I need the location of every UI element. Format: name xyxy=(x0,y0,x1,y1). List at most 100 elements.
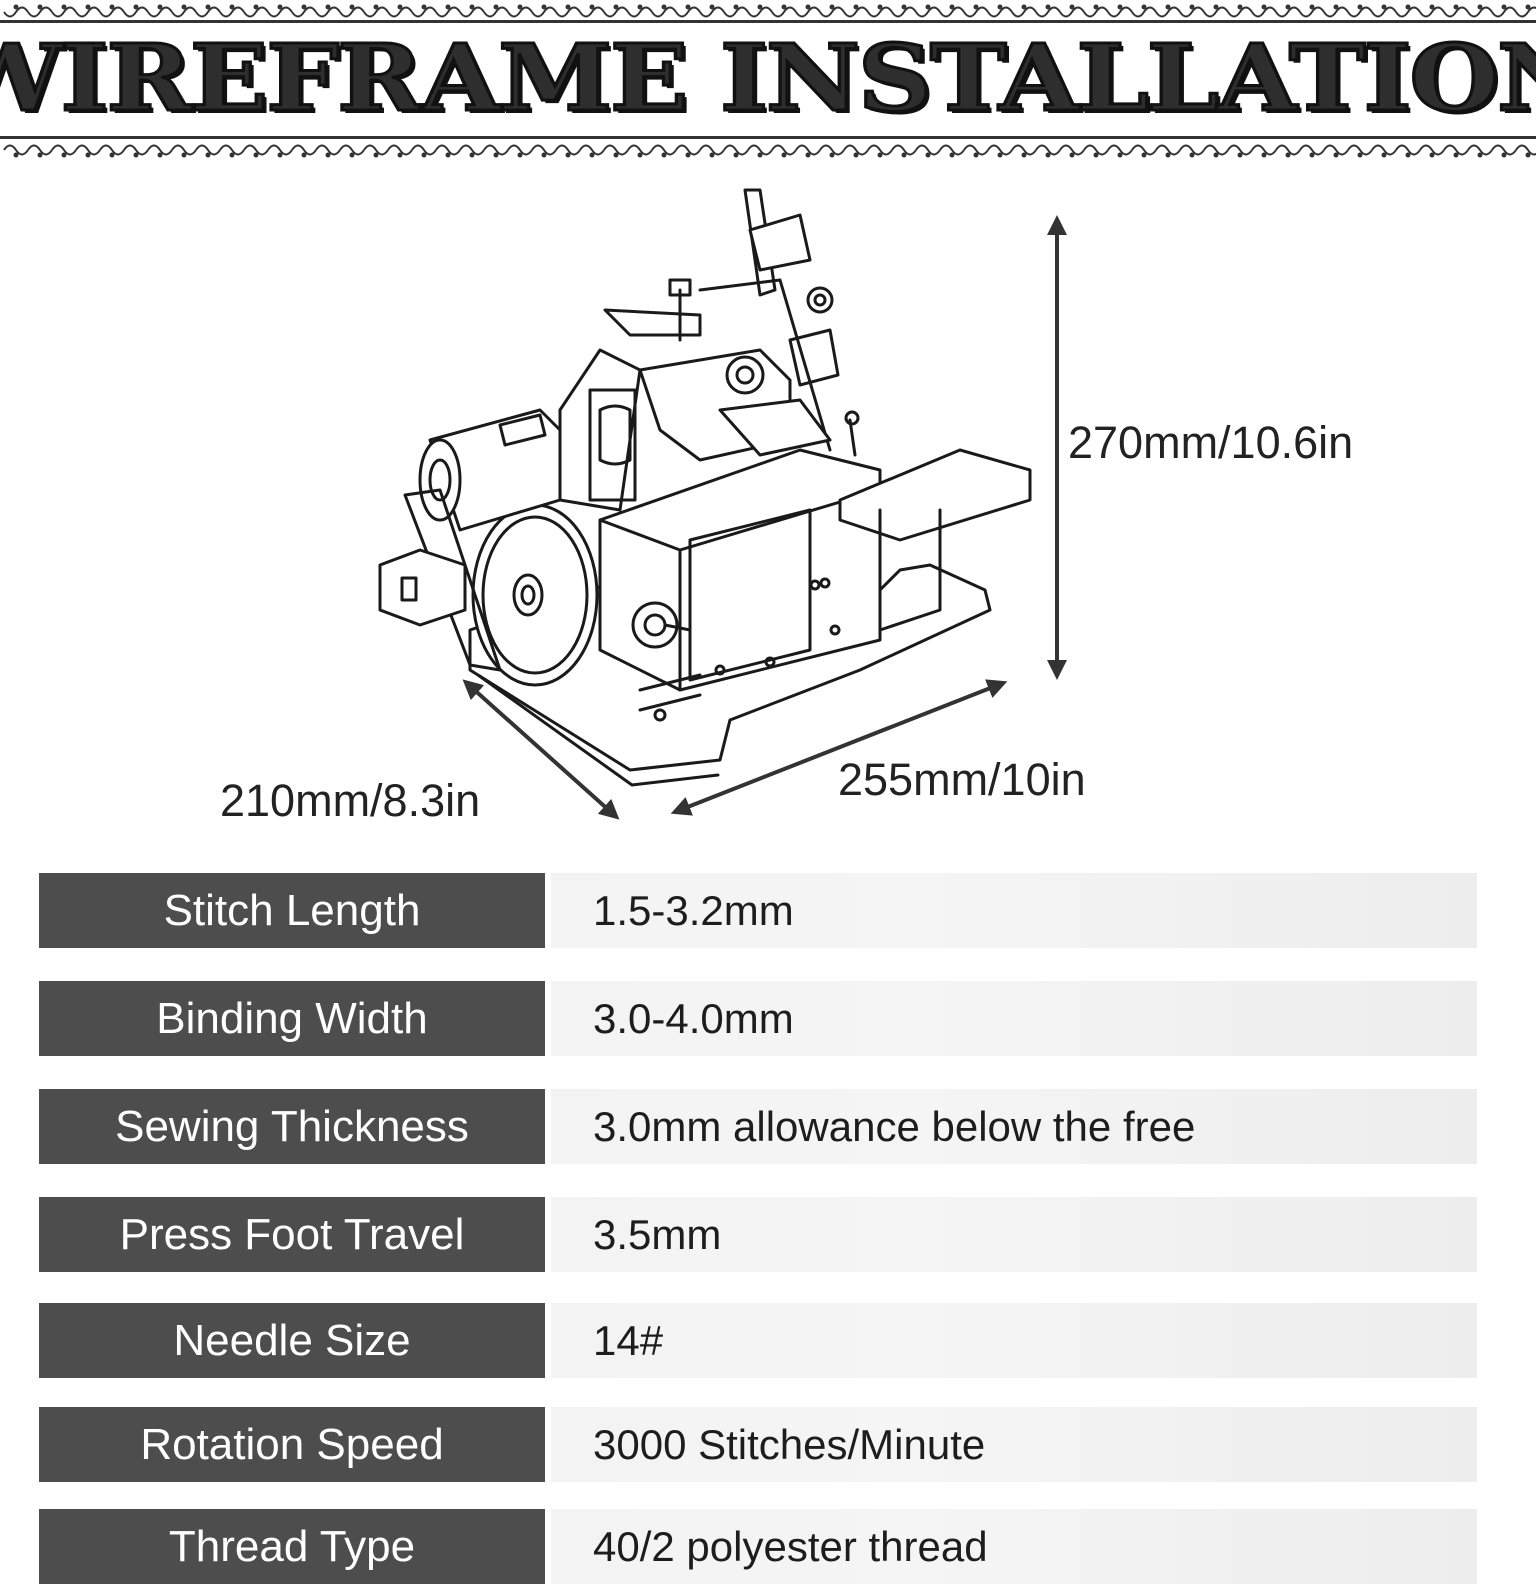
ornament-bud xyxy=(1501,4,1507,10)
ornament-bud xyxy=(1453,4,1459,10)
ornament-bud xyxy=(829,152,835,158)
ornament-bud xyxy=(469,152,475,158)
spec-label: Sewing Thickness xyxy=(39,1089,545,1164)
ornament-bud xyxy=(1141,152,1147,158)
ornament-bud xyxy=(421,4,427,10)
ornament-swirl xyxy=(843,6,869,18)
ornament-swirl xyxy=(387,6,413,18)
ornament-swirl xyxy=(219,6,245,18)
ornament-bud xyxy=(637,4,643,10)
ornament-swirl xyxy=(771,6,797,18)
ornament-bud xyxy=(397,152,403,158)
ornament-swirl xyxy=(1275,6,1301,18)
page-title: WIREFRAME INSTALLATION xyxy=(0,23,1536,134)
ornament-swirl xyxy=(723,144,749,156)
ornament-bud xyxy=(1189,4,1195,10)
ornament-bud xyxy=(1237,152,1243,158)
ornament-swirl xyxy=(339,144,365,156)
ornament-swirl xyxy=(483,6,509,18)
ornament-swirl xyxy=(939,6,965,18)
ornament-swirl xyxy=(1395,6,1421,18)
ornament-swirl xyxy=(75,144,101,156)
ornament-bud xyxy=(421,152,427,158)
ornament-bud xyxy=(1477,152,1483,158)
ornament-swirl xyxy=(3,144,29,156)
ornament-bud xyxy=(1213,4,1219,10)
ornament-swirl xyxy=(1419,144,1445,156)
ornament-swirl xyxy=(147,144,173,156)
ornament-bud xyxy=(1021,4,1027,10)
ornament-swirl xyxy=(291,144,317,156)
ornament-bud xyxy=(877,152,883,158)
ornament-swirl xyxy=(675,144,701,156)
ornament-bud xyxy=(325,152,331,158)
ornament-bud xyxy=(181,152,187,158)
ornament-bud xyxy=(589,4,595,10)
ornament-swirl xyxy=(819,6,845,18)
ornament-bud xyxy=(157,4,163,10)
ornament-bud xyxy=(997,4,1003,10)
ornament-swirl xyxy=(387,144,413,156)
ornament-swirl xyxy=(1491,6,1517,18)
ornament-bud xyxy=(877,4,883,10)
spec-value: 3000 Stitches/Minute xyxy=(551,1407,1477,1482)
ornament-bud xyxy=(37,4,43,10)
ornament-swirl xyxy=(1443,6,1469,18)
ornament-swirl xyxy=(1107,6,1133,18)
ornament-bud xyxy=(1213,152,1219,158)
ornament-swirl xyxy=(1107,144,1133,156)
ornament-bud xyxy=(805,4,811,10)
ornament-bud xyxy=(1453,152,1459,158)
ornament-swirl xyxy=(27,6,53,18)
ornament-swirl xyxy=(1203,144,1229,156)
ornament-bud xyxy=(1141,4,1147,10)
ornament-swirl xyxy=(507,6,533,18)
ornament-bud xyxy=(229,152,235,158)
ornament-bud xyxy=(1189,152,1195,158)
ornament-bud xyxy=(397,4,403,10)
ornament-swirl xyxy=(291,6,317,18)
ornament-swirl xyxy=(1371,144,1397,156)
ornament-swirl xyxy=(123,6,149,18)
ornament-bud xyxy=(1477,4,1483,10)
ornament-bud xyxy=(973,4,979,10)
ornament-bud xyxy=(685,4,691,10)
ornament-bud xyxy=(613,152,619,158)
ornament-bud xyxy=(781,152,787,158)
ornament-swirl xyxy=(99,144,125,156)
ornament-bud xyxy=(61,4,67,10)
ornament-swirl xyxy=(267,6,293,18)
ornament-bud xyxy=(1069,4,1075,10)
ornament-bud xyxy=(565,152,571,158)
ornament-bud xyxy=(133,152,139,158)
ornament-swirl xyxy=(795,6,821,18)
spec-row-needle-size: Needle Size 14# xyxy=(39,1303,1477,1378)
ornament-bud xyxy=(109,4,115,10)
ornament-bud xyxy=(301,4,307,10)
ornament-bud xyxy=(1405,4,1411,10)
spec-row-stitch-length: Stitch Length 1.5-3.2mm xyxy=(39,873,1477,948)
spec-label: Needle Size xyxy=(39,1303,545,1378)
spec-value: 40/2 polyester thread xyxy=(551,1509,1477,1584)
ornament-swirl xyxy=(1131,6,1157,18)
ornament-bud xyxy=(1165,4,1171,10)
spec-label: Binding Width xyxy=(39,981,545,1056)
ornament-swirl xyxy=(1227,6,1253,18)
spec-label: Stitch Length xyxy=(39,873,545,948)
ornament-swirl xyxy=(1299,144,1325,156)
ornament-swirl xyxy=(915,6,941,18)
ornament-bud xyxy=(349,152,355,158)
spec-value: 3.5mm xyxy=(551,1197,1477,1272)
ornament-swirl xyxy=(219,144,245,156)
ornament-bud xyxy=(1357,152,1363,158)
ornament-bud xyxy=(13,152,19,158)
ornament-swirl xyxy=(579,144,605,156)
ornament-bud xyxy=(109,152,115,158)
ornament-swirl xyxy=(699,144,725,156)
depth-dimension-label: 210mm/8.3in xyxy=(220,775,481,826)
ornament-bud xyxy=(445,4,451,10)
ornament-bud xyxy=(253,152,259,158)
ornament-bud xyxy=(853,4,859,10)
header-banner: WIREFRAME INSTALLATION xyxy=(0,0,1536,170)
ornament-swirl xyxy=(1035,144,1061,156)
